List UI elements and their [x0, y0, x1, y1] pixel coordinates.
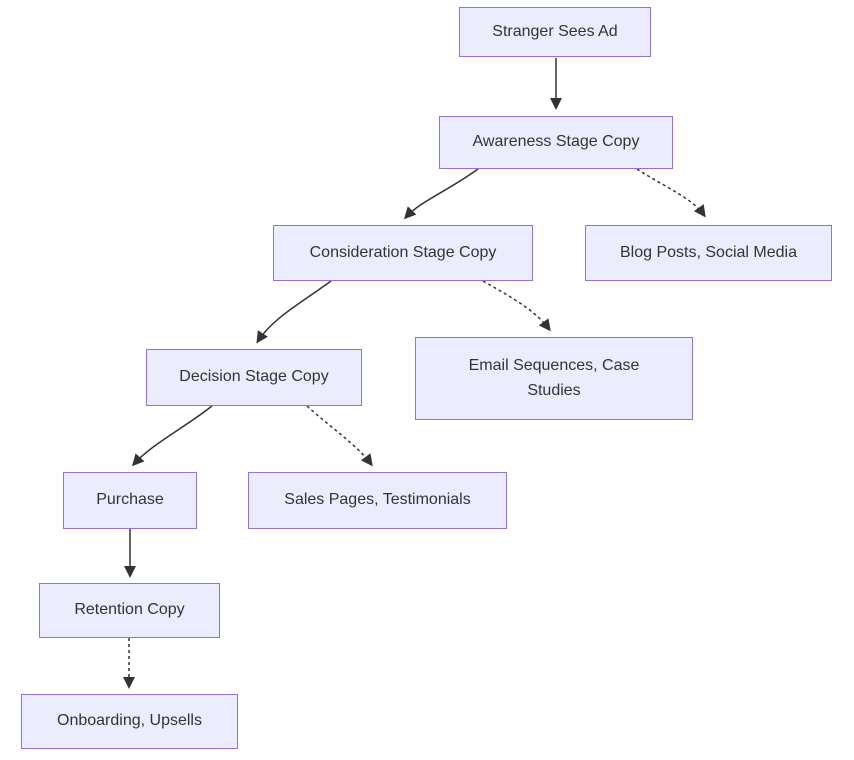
node-label: Blog Posts, Social Media: [620, 243, 797, 261]
node-blog-posts-social-media: Blog Posts, Social Media: [585, 225, 832, 281]
node-consideration-stage-copy: Consideration Stage Copy: [273, 225, 533, 281]
node-label: Onboarding, Upsells: [57, 712, 202, 730]
node-awareness-stage-copy: Awareness Stage Copy: [439, 116, 673, 169]
edge-awareness-to-blogposts: [636, 168, 706, 218]
edge-consideration-to-decision: [256, 280, 332, 344]
node-purchase: Purchase: [63, 472, 197, 529]
node-label: Consideration Stage Copy: [309, 243, 497, 261]
node-label: Sales Pages, Testimonials: [284, 491, 471, 509]
node-label: Awareness Stage Copy: [472, 133, 640, 151]
node-label: Purchase: [96, 491, 164, 509]
node-decision-stage-copy: Decision Stage Copy: [146, 349, 362, 406]
node-label: Email Sequences, Case Studies: [468, 356, 640, 399]
node-label: Decision Stage Copy: [179, 368, 329, 386]
edge-decision-to-salespages: [306, 405, 373, 467]
node-stranger-sees-ad: Stranger Sees Ad: [459, 7, 651, 57]
edge-consideration-to-emailsequences: [482, 280, 551, 332]
node-retention-copy: Retention Copy: [39, 583, 220, 638]
node-label: Stranger Sees Ad: [492, 22, 618, 40]
node-sales-pages-testimonials: Sales Pages, Testimonials: [248, 472, 507, 529]
node-email-sequences-case-studies: Email Sequences, Case Studies: [415, 337, 693, 420]
node-label: Retention Copy: [74, 601, 185, 619]
node-onboarding-upsells: Onboarding, Upsells: [21, 694, 238, 749]
edge-awareness-to-consideration: [403, 168, 479, 220]
edge-decision-to-purchase: [131, 405, 213, 467]
